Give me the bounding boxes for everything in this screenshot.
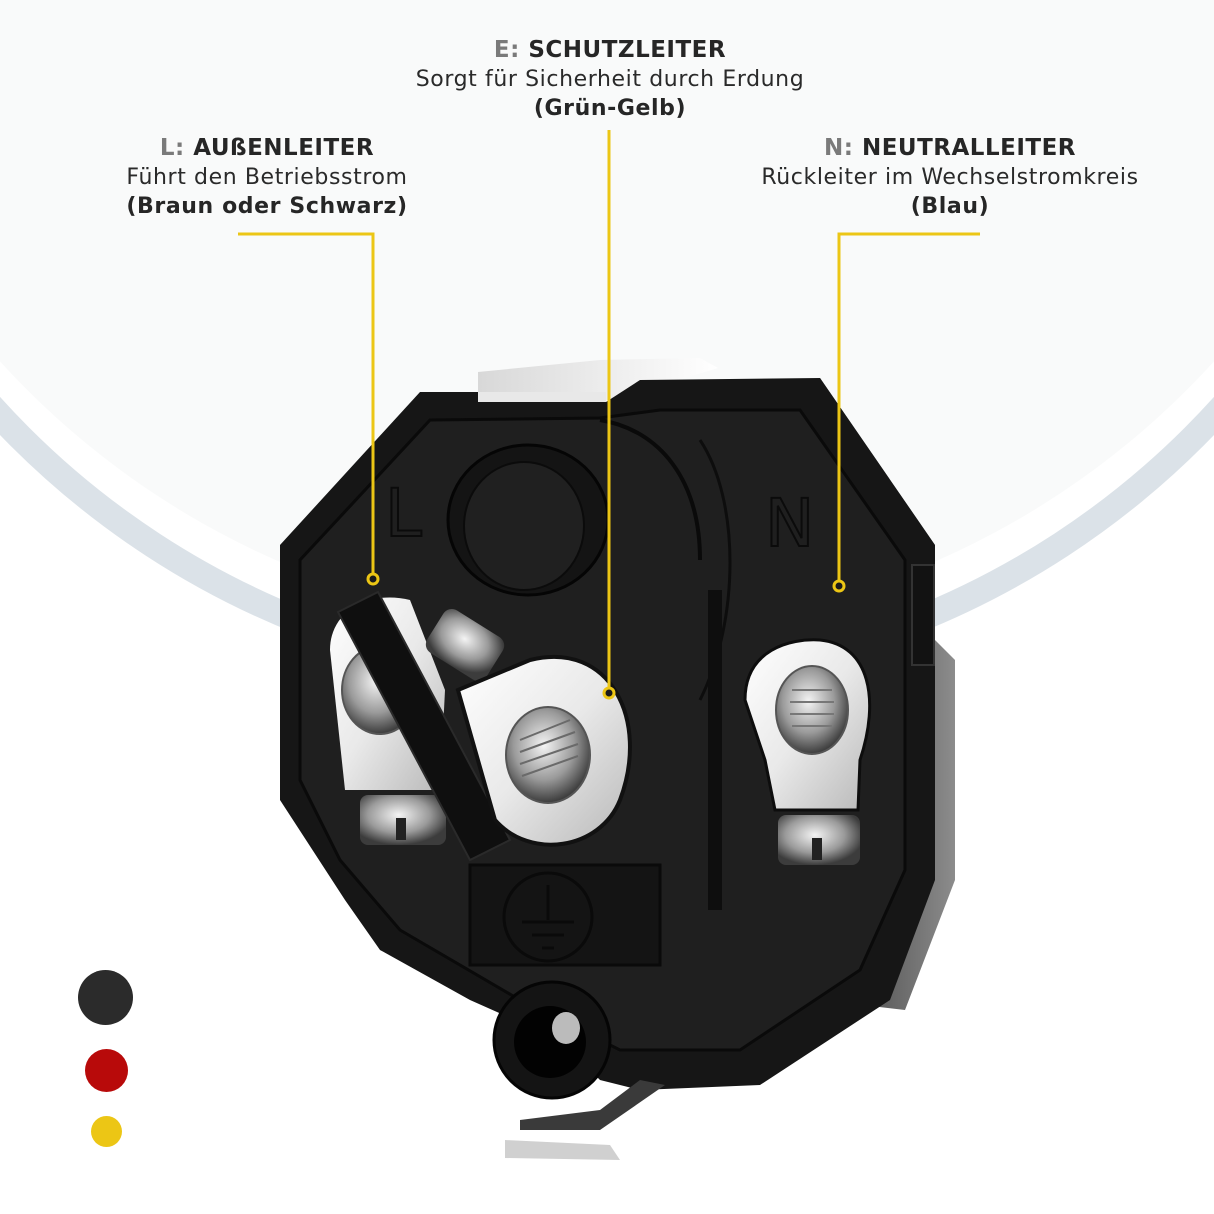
callout-neutral-wire-color: (Blau)	[910, 194, 990, 219]
callout-neutral-heading: NEUTRALLEITER	[861, 135, 1076, 161]
leader-endpoint-earth-conductor	[602, 686, 616, 700]
leader-endpoint-line-conductor	[366, 572, 380, 586]
callout-neutral-prefix: N:	[824, 135, 854, 161]
callout-earth-heading: SCHUTZLEITER	[528, 37, 727, 63]
callout-earth-title: E: SCHUTZLEITER	[350, 36, 870, 65]
callout-earth-conductor: E: SCHUTZLEITER Sorgt für Sicherheit dur…	[350, 36, 870, 123]
flag-dot-black	[78, 970, 133, 1025]
flag-dot-gold	[91, 1116, 122, 1147]
callout-line-conductor: L: AUßENLEITER Führt den Betriebsstrom (…	[92, 134, 442, 221]
callout-earth-prefix: E:	[493, 37, 520, 63]
leader-endpoint-neutral-conductor	[832, 579, 846, 593]
callout-neutral-conductor: N: NEUTRALLEITER Rückleiter im Wechselst…	[720, 134, 1180, 221]
flag-dot-red	[85, 1049, 128, 1092]
line-terminal-letter: L	[385, 475, 422, 552]
callout-earth-description: Sorgt für Sicherheit durch Erdung	[415, 67, 805, 92]
callout-line-wire-color: (Braun oder Schwarz)	[126, 194, 408, 219]
callout-line-prefix: L:	[159, 135, 185, 161]
callout-neutral-title: N: NEUTRALLEITER	[720, 134, 1180, 163]
earth-ground-symbol	[502, 871, 594, 963]
callout-line-heading: AUßENLEITER	[193, 135, 375, 161]
neutral-terminal-letter: N	[765, 485, 814, 562]
callout-line-description: Führt den Betriebsstrom	[126, 165, 408, 190]
leader-line-line-conductor	[238, 232, 375, 573]
leader-line-neutral-conductor	[837, 232, 980, 580]
callout-neutral-description: Rückleiter im Wechselstromkreis	[761, 165, 1139, 190]
callout-line-title: L: AUßENLEITER	[92, 134, 442, 163]
callout-earth-wire-color: (Grün-Gelb)	[533, 96, 687, 121]
